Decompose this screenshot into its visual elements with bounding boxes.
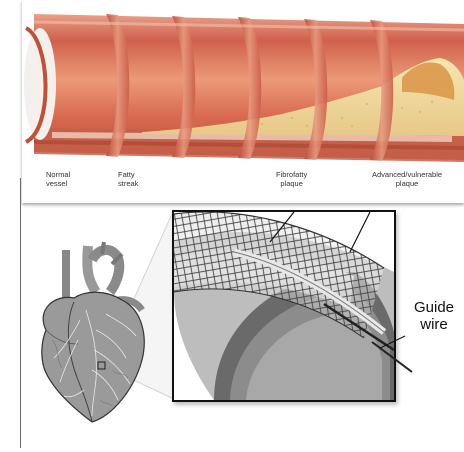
heart-illustration — [26, 240, 156, 430]
guide-wire-label-line: Guide — [406, 299, 462, 316]
guide-wire-label-line: wire — [406, 316, 462, 333]
stent-inset — [172, 210, 396, 402]
guide-wire-label: Guide wire — [406, 299, 462, 333]
stent-illustration — [174, 212, 394, 400]
